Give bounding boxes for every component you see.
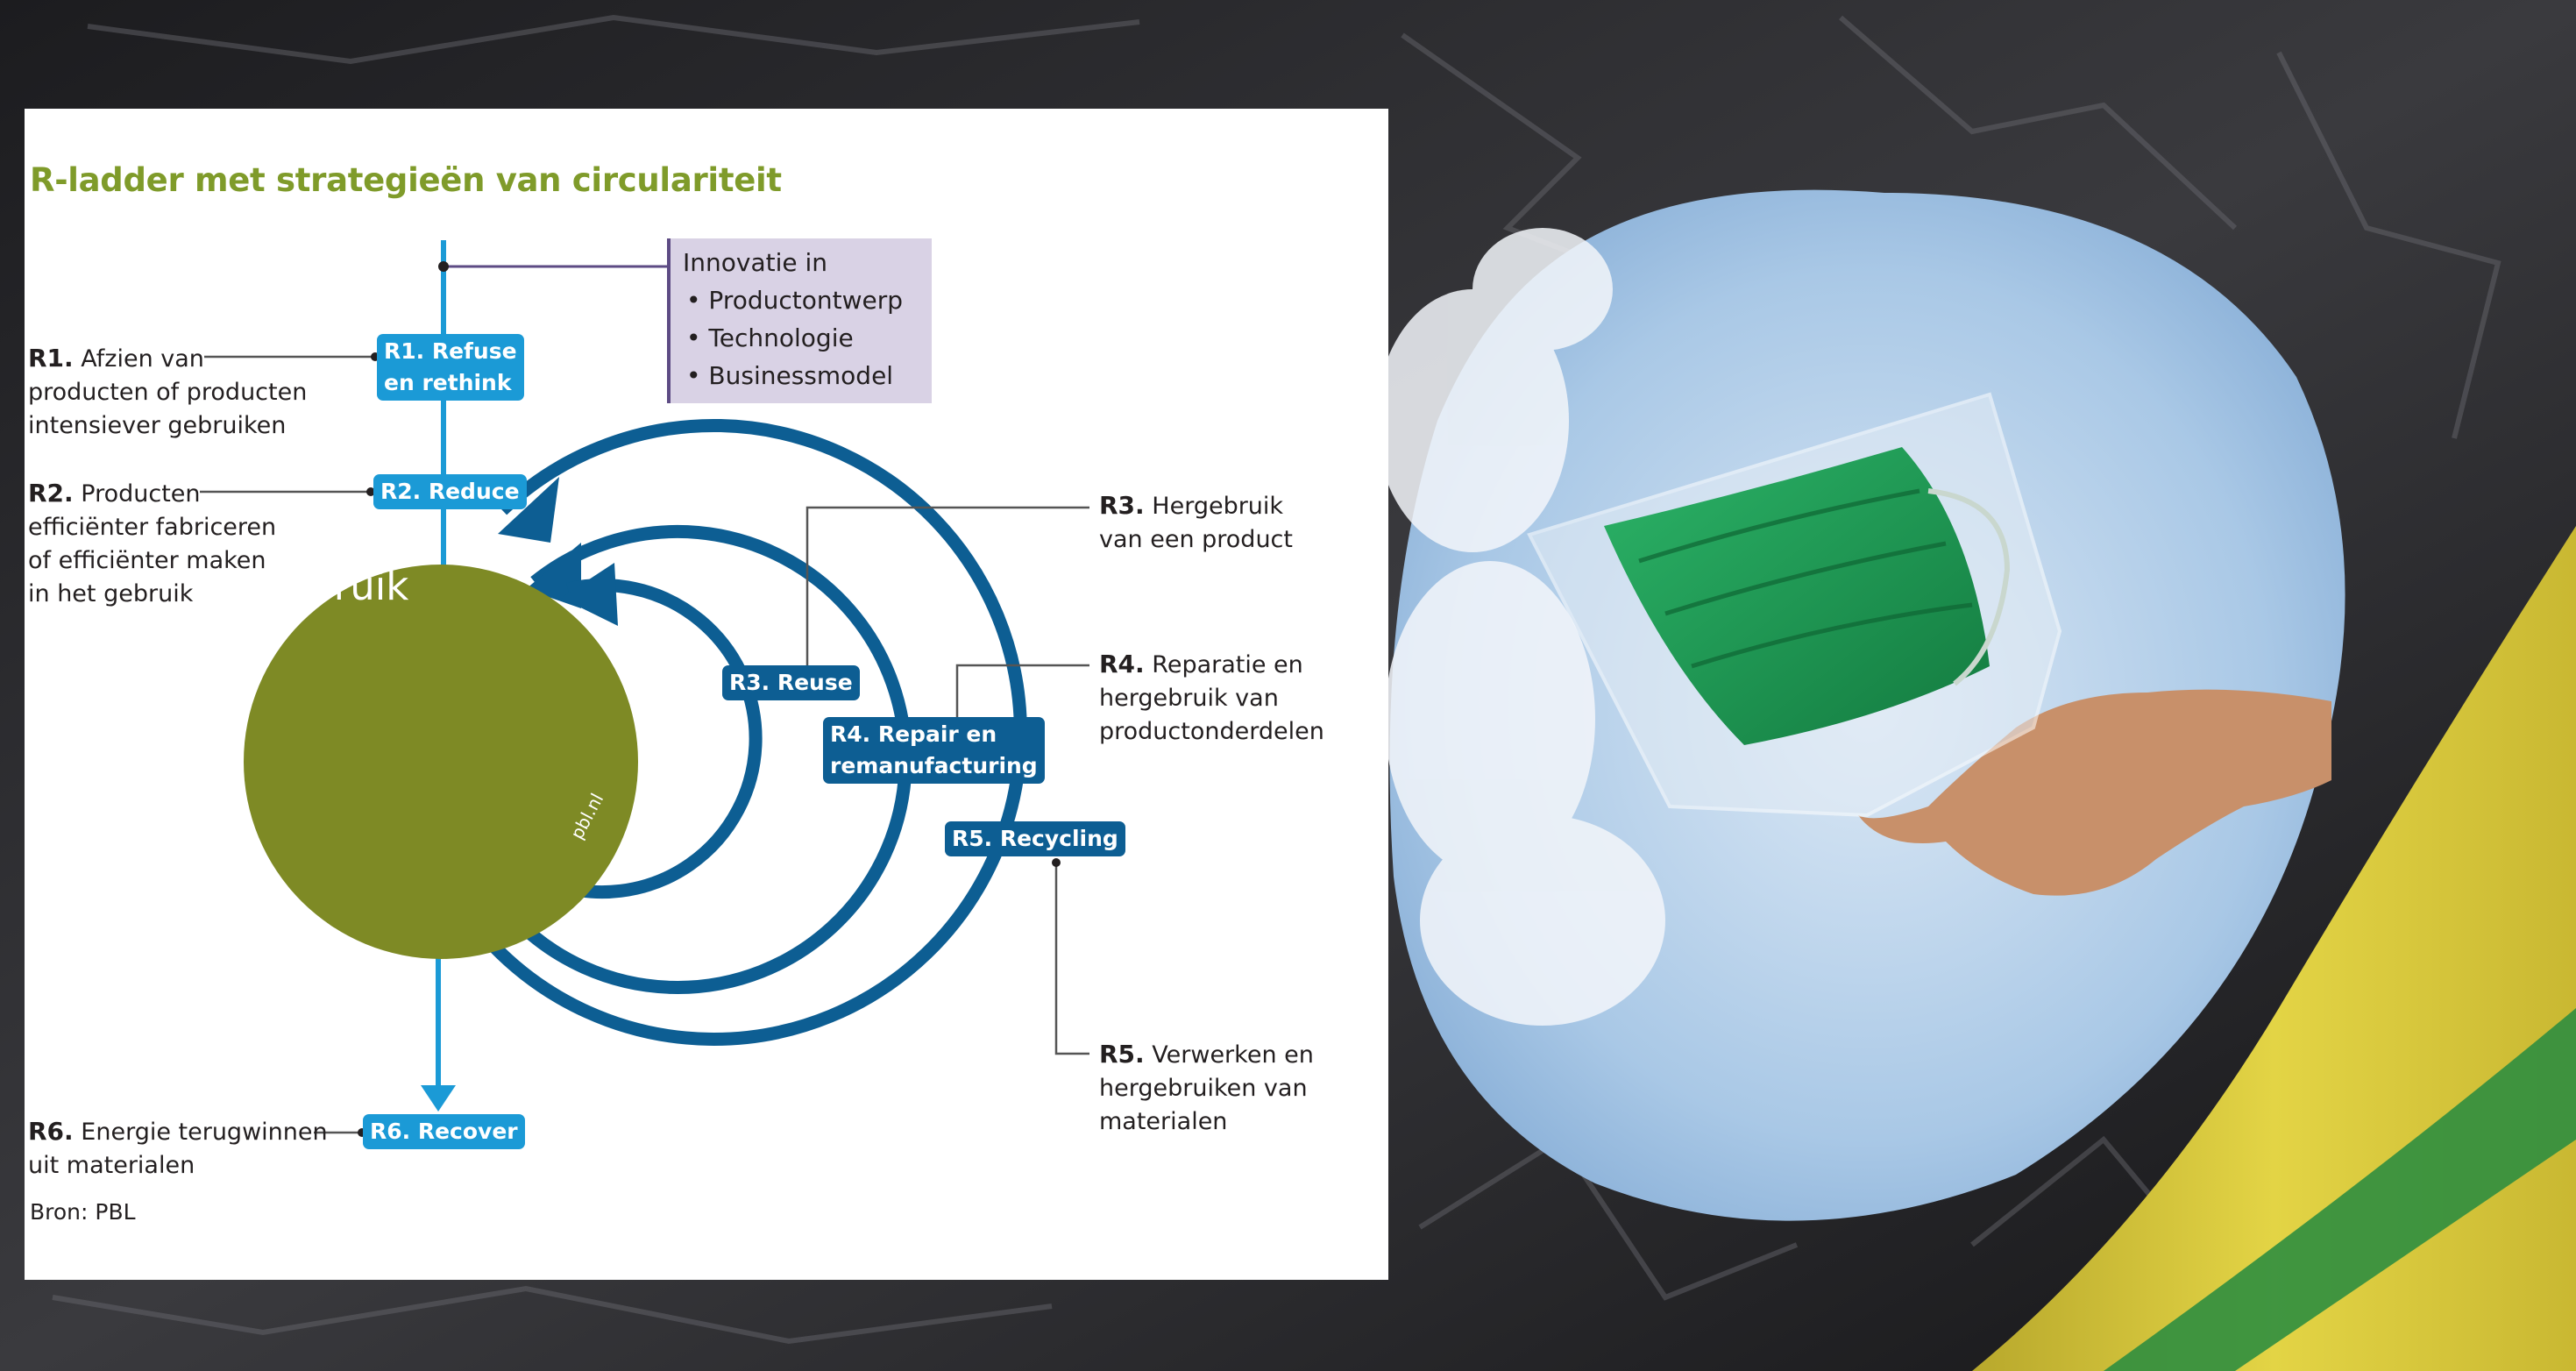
tag-r6-line: R6. Recover	[370, 1119, 518, 1144]
green-stripe	[2104, 1008, 2576, 1371]
tag-r5-recycling: R5. Recycling	[945, 821, 1125, 856]
gebruik-circle	[244, 565, 638, 959]
innovation-item: Businessmodel	[683, 357, 919, 394]
hand	[1858, 689, 2331, 896]
gebruik-label: Gebruik	[253, 563, 409, 609]
loop-r3-reuse	[552, 579, 763, 899]
desc-r2: R2. Producten efficiënter fabriceren of …	[28, 477, 276, 611]
desc-r4: R4. Reparatie en hergebruik van producto…	[1099, 648, 1324, 749]
desc-r1-code: R1.	[28, 344, 74, 373]
flow-arrow-down-bottom	[421, 1085, 456, 1112]
leader-r5-dot	[1052, 858, 1061, 867]
innovation-box: Innovatie in Productontwerp Technologie …	[667, 238, 932, 403]
r-ladder-diagram	[200, 240, 1089, 1137]
tag-r1-line: R1. Refuse	[384, 338, 517, 364]
desc-r6-line: uit materialen	[28, 1152, 195, 1179]
desc-r2-line: in het gebruik	[28, 580, 194, 607]
r-ladder-diagram-panel: R-ladder met strategieën van circularite…	[25, 109, 1388, 1280]
tag-r5-line: R5. Recycling	[952, 826, 1118, 851]
tag-r4-line: remanufacturing	[830, 753, 1038, 778]
desc-r4-line: Reparatie en	[1152, 651, 1303, 678]
clouds	[1376, 228, 1665, 1026]
tag-r1-line: en rethink	[384, 370, 512, 395]
bag-folds	[52, 14, 2501, 1345]
desc-r4-code: R4.	[1099, 650, 1145, 678]
desc-r6-code: R6.	[28, 1117, 74, 1146]
leader-r2-dot	[366, 487, 375, 496]
source-note: Bron: PBL	[30, 1199, 136, 1225]
innovation-connector-dot	[438, 261, 449, 272]
tag-r6-recover: R6. Recover	[363, 1114, 525, 1149]
tag-r3-reuse: R3. Reuse	[722, 665, 860, 700]
tag-r2-reduce: R2. Reduce	[373, 474, 527, 509]
desc-r5-line: Verwerken en	[1152, 1041, 1314, 1069]
desc-r2-line: efficiënter fabriceren	[28, 514, 277, 541]
desc-r1-line: Afzien van	[81, 345, 204, 373]
desc-r6-line: Energie terugwinnen	[81, 1119, 328, 1146]
desc-r2-line: Producten	[81, 480, 201, 508]
desc-r4-line: productonderdelen	[1099, 718, 1324, 745]
leader-r3	[805, 506, 1089, 684]
desc-r1-line: producten of producten	[28, 379, 308, 406]
tag-r4-line: R4. Repair en	[830, 721, 997, 747]
desc-r3-line: van een product	[1099, 526, 1293, 553]
mask-pleats	[1638, 488, 1973, 669]
desc-r4-line: hergebruik van	[1099, 685, 1279, 712]
desc-r5: R5. Verwerken en hergebruiken van materi…	[1099, 1038, 1314, 1139]
desc-r3-code: R3.	[1099, 491, 1145, 520]
desc-r1-line: intensiever gebruiken	[28, 412, 287, 439]
desc-r2-line: of efficiënter maken	[28, 547, 266, 574]
mask-strap	[1927, 488, 2011, 686]
desc-r2-code: R2.	[28, 479, 74, 508]
leader-r5	[1054, 863, 1089, 1055]
desc-r5-line: materialen	[1099, 1108, 1228, 1135]
tag-r3-line: R3. Reuse	[729, 670, 853, 695]
diagram-title: R-ladder met strategieën van circularite…	[30, 161, 782, 199]
desc-r6: R6. Energie terugwinnen uit materialen	[28, 1115, 328, 1183]
desc-r3: R3. Hergebruik van een product	[1099, 489, 1293, 557]
loop-r3-arrowhead	[561, 563, 618, 626]
desc-r1: R1. Afzien van producten of producten in…	[28, 342, 307, 443]
desc-r5-code: R5.	[1099, 1040, 1145, 1069]
face-mask	[1604, 447, 1990, 745]
loop-r5-arrowhead	[498, 477, 559, 543]
tag-r1-refuse: R1. Refuse en rethink	[377, 334, 524, 401]
tag-r4-repair: R4. Repair en remanufacturing	[823, 717, 1045, 784]
leader-r4	[955, 664, 1089, 722]
desc-r3-line: Hergebruik	[1152, 493, 1284, 520]
tag-r2-line: R2. Reduce	[380, 479, 520, 504]
innovation-item: Productontwerp	[683, 281, 919, 319]
innovation-item: Technologie	[683, 319, 919, 357]
desc-r5-line: hergebruiken van	[1099, 1075, 1308, 1102]
innovation-heading: Innovatie in	[683, 248, 828, 277]
